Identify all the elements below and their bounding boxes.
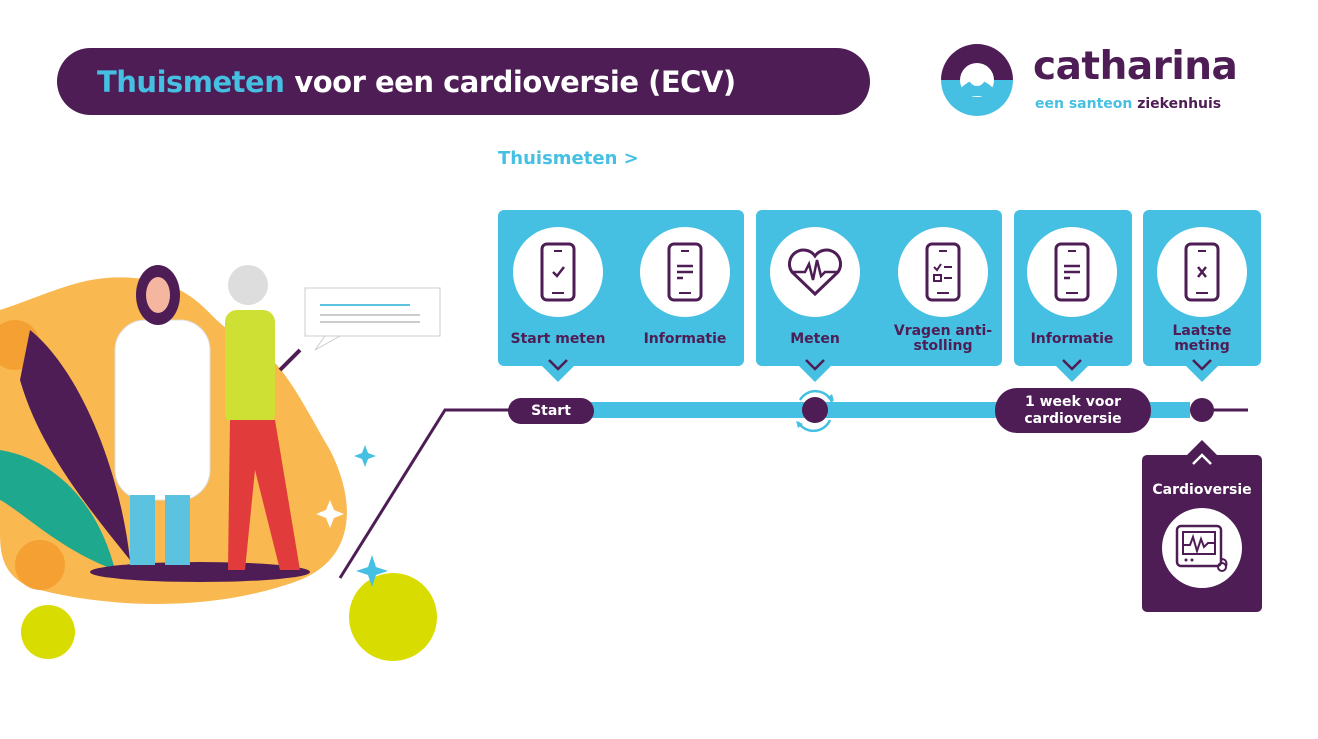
step-meten (770, 227, 860, 317)
chevron-up-icon (1192, 453, 1212, 465)
step-informatie-2 (1027, 227, 1117, 317)
phone-checklist-icon (925, 242, 961, 302)
chevron-down-icon (1062, 359, 1082, 371)
title-highlight: Thuismeten (97, 64, 285, 99)
heart-pulse-icon (787, 248, 843, 297)
logo-sub-highlight: een santeon (1035, 96, 1133, 112)
cardioversie-label: Cardioversie (1152, 482, 1252, 498)
logo-mark-icon (941, 44, 1013, 116)
phone-x-icon (1184, 242, 1220, 302)
phone-document-icon (1054, 242, 1090, 302)
step-label: Informatie (1030, 330, 1114, 347)
logo-subtitle: een santeon ziekenhuis (1035, 96, 1221, 112)
step-laatste-meting (1157, 227, 1247, 317)
pointer-up (1186, 440, 1218, 456)
phone-check-icon (540, 242, 576, 302)
cardioversie-circle (1162, 508, 1242, 588)
page-title: Thuismeten voor een cardioversie (ECV) (57, 48, 870, 115)
logo-sub-rest: ziekenhuis (1137, 96, 1222, 112)
step-start-meten (513, 227, 603, 317)
step-vragen-anti-stolling (898, 227, 988, 317)
breadcrumb[interactable]: Thuismeten > (498, 148, 639, 169)
step-informatie-1 (640, 227, 730, 317)
step-label: Vragen anti-stolling (893, 323, 993, 354)
heart-monitor-icon (1175, 524, 1228, 572)
step-label: Informatie (643, 330, 727, 347)
illustration-doctor-and-patient (0, 265, 441, 661)
chevron-down-icon (805, 359, 825, 371)
timeline-week-before: 1 week voor cardioversie (995, 388, 1151, 433)
step-label: Laatste meting (1172, 323, 1232, 354)
title-rest: voor een cardioversie (ECV) (294, 64, 736, 99)
pointer (1186, 366, 1218, 382)
pointer (542, 366, 574, 382)
chevron-down-icon (1192, 359, 1212, 371)
pointer (1056, 366, 1088, 382)
timeline-start: Start (508, 398, 594, 424)
step-label: Meten (790, 330, 840, 347)
step-label: Start meten (510, 330, 606, 347)
pointer (799, 366, 831, 382)
chevron-down-icon (548, 359, 568, 371)
logo-name: catharina (1033, 44, 1238, 89)
catharina-logo: catharina een santeon ziekenhuis (941, 44, 1261, 116)
phone-document-icon (667, 242, 703, 302)
